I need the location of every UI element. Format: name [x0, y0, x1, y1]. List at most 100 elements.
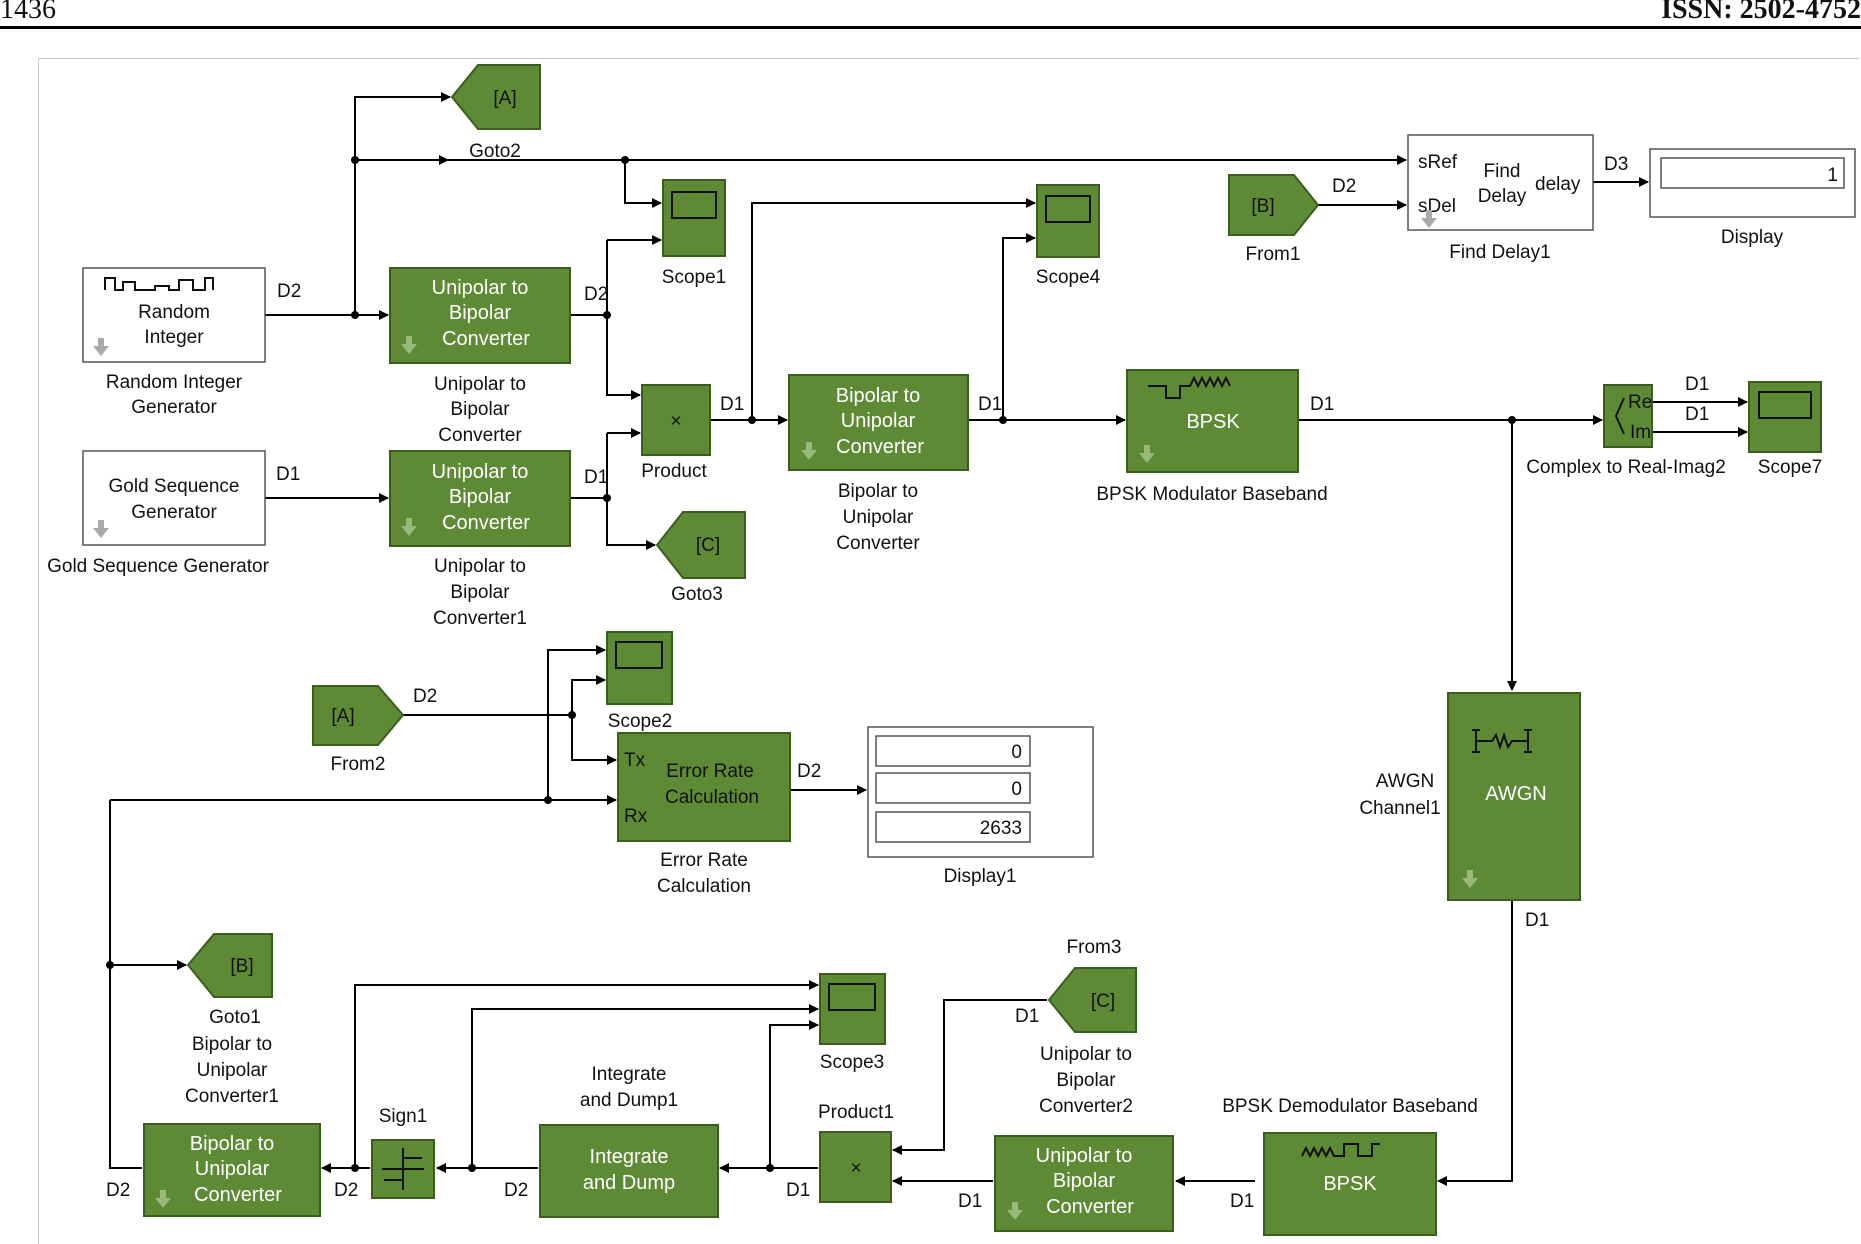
- block-text: BPSK: [1323, 1173, 1377, 1195]
- caption: Error Rate: [660, 850, 748, 871]
- port-label: sRef: [1418, 152, 1458, 173]
- multiply-icon: ×: [670, 411, 681, 432]
- bpsk-waveform-icon: [1301, 1143, 1380, 1159]
- display-field: [875, 735, 1031, 767]
- scope2-block[interactable]: [606, 631, 673, 705]
- random-integer-generator-block[interactable]: Random Integer: [82, 267, 266, 363]
- find-delay-caption: Find Delay1: [1449, 242, 1550, 263]
- down-arrow-icon: [1139, 445, 1155, 463]
- block-text: Bipolar: [1053, 1170, 1116, 1192]
- scope3-block[interactable]: [819, 973, 886, 1045]
- scope-screen-icon: [1045, 195, 1091, 223]
- display-field: [1660, 157, 1845, 189]
- caption: and Dump1: [580, 1090, 678, 1111]
- caption: Bipolar: [450, 582, 510, 603]
- sign1-block[interactable]: [371, 1139, 435, 1199]
- find-delay-block[interactable]: sRef sDel Find Delay delay: [1407, 134, 1594, 231]
- awgn-channel-block[interactable]: AWGN: [1447, 692, 1581, 901]
- block-text: Gold Sequence: [109, 476, 240, 497]
- page-number: 1436: [0, 0, 56, 25]
- block-text: Find: [1484, 161, 1521, 182]
- display1-caption: Display1: [944, 866, 1017, 887]
- diagram-frame: [38, 58, 1859, 1244]
- from3-block[interactable]: [C]: [1047, 967, 1137, 1033]
- scope7-caption: Scope7: [1758, 457, 1822, 478]
- bpsk-modulator-caption: BPSK Modulator Baseband: [1096, 484, 1327, 505]
- product-block[interactable]: ×: [641, 384, 711, 456]
- block-text: Delay: [1478, 186, 1527, 207]
- error-rate-calculation-block[interactable]: Tx Rx Error Rate Calculation: [617, 732, 791, 842]
- scope-screen-icon: [1758, 391, 1812, 419]
- signal-label: D2: [1332, 176, 1356, 197]
- caption: Integrate: [592, 1064, 667, 1085]
- from-tag: [C]: [1091, 991, 1115, 1012]
- block-text: Integrate: [590, 1146, 669, 1168]
- block-text: Unipolar to: [1036, 1145, 1133, 1167]
- caption: Converter2: [1039, 1096, 1133, 1117]
- block-text: Error Rate: [666, 761, 754, 782]
- scope4-block[interactable]: [1036, 184, 1100, 258]
- sign1-caption: Sign1: [379, 1106, 428, 1127]
- bpsk-modulator-block[interactable]: BPSK: [1126, 369, 1299, 473]
- gold-sequence-caption: Gold Sequence Generator: [47, 556, 269, 577]
- unipolar-to-bipolar1-block[interactable]: Unipolar to Bipolar Converter: [389, 450, 571, 547]
- integrate-and-dump-block[interactable]: Integrate and Dump: [539, 1124, 719, 1218]
- sign-function-icon: [382, 1148, 424, 1190]
- goto-tag: [A]: [493, 88, 516, 109]
- from-tag: [B]: [1251, 196, 1274, 217]
- display-block[interactable]: 1: [1649, 148, 1856, 218]
- signal-label: D1: [1015, 1006, 1039, 1027]
- block-text: Bipolar: [449, 486, 512, 508]
- goto1-block[interactable]: [B]: [186, 933, 273, 998]
- goto-tag: [B]: [230, 956, 253, 977]
- caption: Bipolar to: [192, 1034, 272, 1055]
- block-text: Unipolar to: [432, 277, 529, 299]
- goto1-caption: Goto1: [209, 1007, 261, 1028]
- block-text: BPSK: [1186, 411, 1240, 433]
- from-tag: [A]: [331, 706, 354, 727]
- caption: Calculation: [657, 876, 751, 897]
- unipolar-to-bipolar2-block[interactable]: Unipolar to Bipolar Converter: [994, 1135, 1174, 1232]
- signal-label: D2: [584, 284, 608, 305]
- complex-to-real-imag-block[interactable]: Re Im: [1603, 384, 1653, 448]
- scope7-block[interactable]: [1748, 381, 1822, 453]
- display1-block[interactable]: 0 0 2633: [867, 726, 1094, 858]
- down-arrow-icon: [93, 520, 109, 538]
- from1-block[interactable]: [B]: [1228, 174, 1320, 236]
- caption: Bipolar: [1056, 1070, 1116, 1091]
- signal-label: D1: [1685, 404, 1709, 425]
- down-arrow-icon: [93, 338, 109, 356]
- block-text: Generator: [131, 502, 217, 523]
- goto3-block[interactable]: [C]: [655, 511, 746, 579]
- scope3-caption: Scope3: [820, 1052, 884, 1073]
- page-header: 1436 ISSN: 2502-4752: [0, 0, 1861, 29]
- from2-block[interactable]: [A]: [312, 685, 405, 746]
- caption: Bipolar: [450, 399, 510, 420]
- bipolar-to-unipolar-block[interactable]: Bipolar to Unipolar Converter: [788, 374, 969, 471]
- gold-sequence-generator-block[interactable]: Gold Sequence Generator: [82, 450, 266, 546]
- display-caption: Display: [1721, 227, 1784, 248]
- block-text: Converter: [442, 328, 530, 350]
- caption: Unipolar to: [1040, 1044, 1132, 1065]
- signal-label: D2: [504, 1180, 528, 1201]
- block-text: Converter: [836, 436, 924, 458]
- block-text: Converter: [1046, 1196, 1134, 1218]
- block-text: Random: [138, 302, 210, 323]
- bipolar-to-unipolar1-block[interactable]: Bipolar to Unipolar Converter: [143, 1123, 321, 1217]
- product1-block[interactable]: ×: [819, 1131, 892, 1203]
- down-arrow-icon: [1462, 870, 1478, 888]
- bpsk-demodulator-block[interactable]: BPSK: [1263, 1132, 1437, 1236]
- unipolar-to-bipolar-block[interactable]: Unipolar to Bipolar Converter: [389, 267, 571, 364]
- goto3-caption: Goto3: [671, 584, 723, 605]
- scope-screen-icon: [671, 191, 717, 219]
- from2-caption: From2: [331, 754, 386, 775]
- block-text: Unipolar: [841, 410, 916, 432]
- caption: Unipolar to: [434, 374, 526, 395]
- multiply-icon: ×: [850, 1158, 861, 1179]
- scope1-block[interactable]: [662, 179, 726, 257]
- port-label: delay: [1535, 174, 1581, 195]
- down-arrow-icon: [155, 1190, 171, 1208]
- signal-label: D1: [1310, 394, 1334, 415]
- block-text: Bipolar to: [836, 385, 921, 407]
- goto2-block[interactable]: [A]: [450, 64, 541, 130]
